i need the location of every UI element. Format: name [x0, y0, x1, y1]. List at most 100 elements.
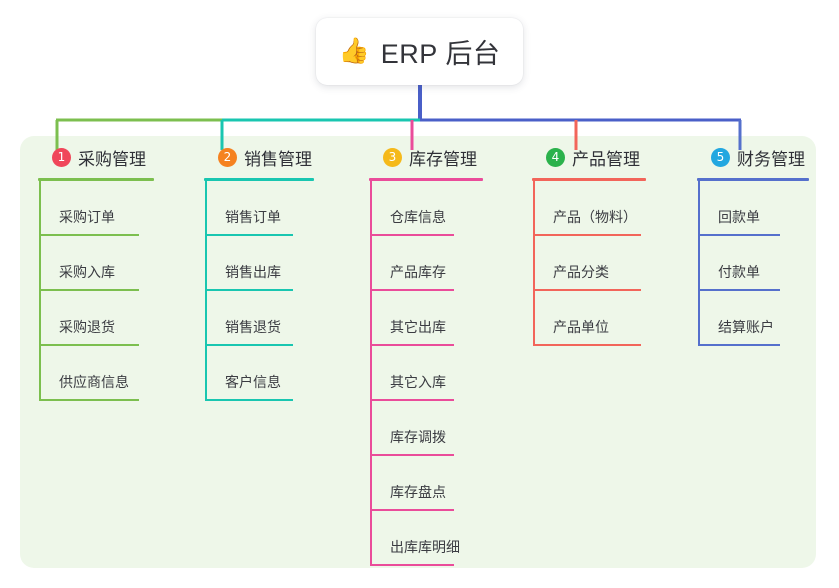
leaf-list: 仓库信息产品库存其它出库其它入库库存调拨库存盘点出库库明细 [361, 181, 493, 566]
leaf-underline [39, 399, 139, 401]
leaf-item[interactable]: 其它出库 [361, 291, 493, 346]
leaf-item[interactable]: 结算账户 [689, 291, 815, 346]
category-underline [369, 178, 483, 181]
category-number-badge: 2 [218, 148, 237, 167]
leaf-stem [533, 291, 535, 346]
leaf-stem [698, 181, 700, 236]
leaf-underline [370, 234, 454, 236]
leaf-label: 销售订单 [225, 209, 281, 225]
leaf-item[interactable]: 客户信息 [196, 346, 336, 401]
leaf-stem [205, 346, 207, 401]
leaf-item[interactable]: 供应商信息 [30, 346, 182, 401]
leaf-stem [39, 236, 41, 291]
leaf-item[interactable]: 产品库存 [361, 236, 493, 291]
leaf-label: 库存盘点 [390, 484, 446, 500]
leaf-underline [39, 234, 139, 236]
leaf-underline [370, 564, 454, 566]
leaf-label: 采购入库 [59, 264, 115, 280]
category-title: 采购管理 [78, 150, 146, 169]
leaf-item[interactable]: 付款单 [689, 236, 815, 291]
leaf-stem [370, 291, 372, 346]
leaf-label: 出库库明细 [390, 539, 460, 555]
leaf-item[interactable]: 库存调拨 [361, 401, 493, 456]
leaf-label: 客户信息 [225, 374, 281, 390]
leaf-stem [39, 346, 41, 401]
category-column: 5 财务管理回款单付款单结算账户 [689, 146, 815, 346]
leaf-underline [533, 234, 641, 236]
leaf-item[interactable]: 采购退货 [30, 291, 182, 346]
leaf-item[interactable]: 销售出库 [196, 236, 336, 291]
leaf-label: 销售出库 [225, 264, 281, 280]
leaf-label: 销售退货 [225, 319, 281, 335]
leaf-label: 库存调拨 [390, 429, 446, 445]
category-underline [204, 178, 314, 181]
leaf-stem [370, 456, 372, 511]
category-header[interactable]: 5 财务管理 [689, 146, 815, 169]
leaf-stem [370, 346, 372, 401]
category-title: 财务管理 [737, 150, 805, 169]
leaf-stem [370, 401, 372, 456]
category-title: 产品管理 [572, 150, 640, 169]
leaf-stem [205, 236, 207, 291]
leaf-item[interactable]: 采购入库 [30, 236, 182, 291]
leaf-item[interactable]: 销售订单 [196, 181, 336, 236]
category-header[interactable]: 1 采购管理 [30, 146, 182, 169]
leaf-label: 采购退货 [59, 319, 115, 335]
leaf-underline [370, 399, 454, 401]
leaf-item[interactable]: 产品单位 [524, 291, 664, 346]
leaf-stem [370, 181, 372, 236]
root-node[interactable]: 👍 ERP 后台 [316, 18, 523, 85]
category-underline [697, 178, 809, 181]
leaf-underline [370, 454, 454, 456]
category-underline [38, 178, 154, 181]
leaf-item[interactable]: 库存盘点 [361, 456, 493, 511]
leaf-item[interactable]: 其它入库 [361, 346, 493, 401]
leaf-stem [698, 236, 700, 291]
leaf-underline [698, 289, 780, 291]
leaf-label: 结算账户 [718, 319, 774, 335]
root-node-label: ERP 后台 [380, 39, 501, 69]
leaf-label: 回款单 [718, 209, 760, 225]
leaf-underline [370, 344, 454, 346]
leaf-stem [533, 181, 535, 236]
diagram-panel [20, 136, 816, 568]
leaf-label: 产品分类 [553, 264, 609, 280]
leaf-stem [205, 291, 207, 346]
leaf-item[interactable]: 产品分类 [524, 236, 664, 291]
leaf-item[interactable]: 出库库明细 [361, 511, 493, 566]
leaf-list: 回款单付款单结算账户 [689, 181, 815, 346]
category-number-badge: 1 [52, 148, 71, 167]
leaf-underline [533, 344, 641, 346]
leaf-stem [39, 291, 41, 346]
leaf-item[interactable]: 采购订单 [30, 181, 182, 236]
leaf-underline [533, 289, 641, 291]
leaf-item[interactable]: 产品（物料） [524, 181, 664, 236]
leaf-label: 产品（物料） [553, 209, 637, 225]
thumbs-up-icon: 👍 [338, 37, 370, 65]
leaf-list: 销售订单销售出库销售退货客户信息 [196, 181, 336, 401]
leaf-underline [698, 234, 780, 236]
leaf-stem [370, 236, 372, 291]
category-underline [532, 178, 646, 181]
category-number-badge: 5 [711, 148, 730, 167]
leaf-underline [698, 344, 780, 346]
leaf-list: 产品（物料） 产品分类产品单位 [524, 181, 664, 346]
leaf-label: 仓库信息 [390, 209, 446, 225]
leaf-item[interactable]: 回款单 [689, 181, 815, 236]
leaf-item[interactable]: 仓库信息 [361, 181, 493, 236]
leaf-underline [205, 344, 293, 346]
leaf-item[interactable]: 销售退货 [196, 291, 336, 346]
leaf-underline [370, 509, 454, 511]
leaf-label: 产品库存 [390, 264, 446, 280]
leaf-label: 采购订单 [59, 209, 115, 225]
leaf-underline [205, 234, 293, 236]
leaf-underline [205, 399, 293, 401]
leaf-stem [698, 291, 700, 346]
